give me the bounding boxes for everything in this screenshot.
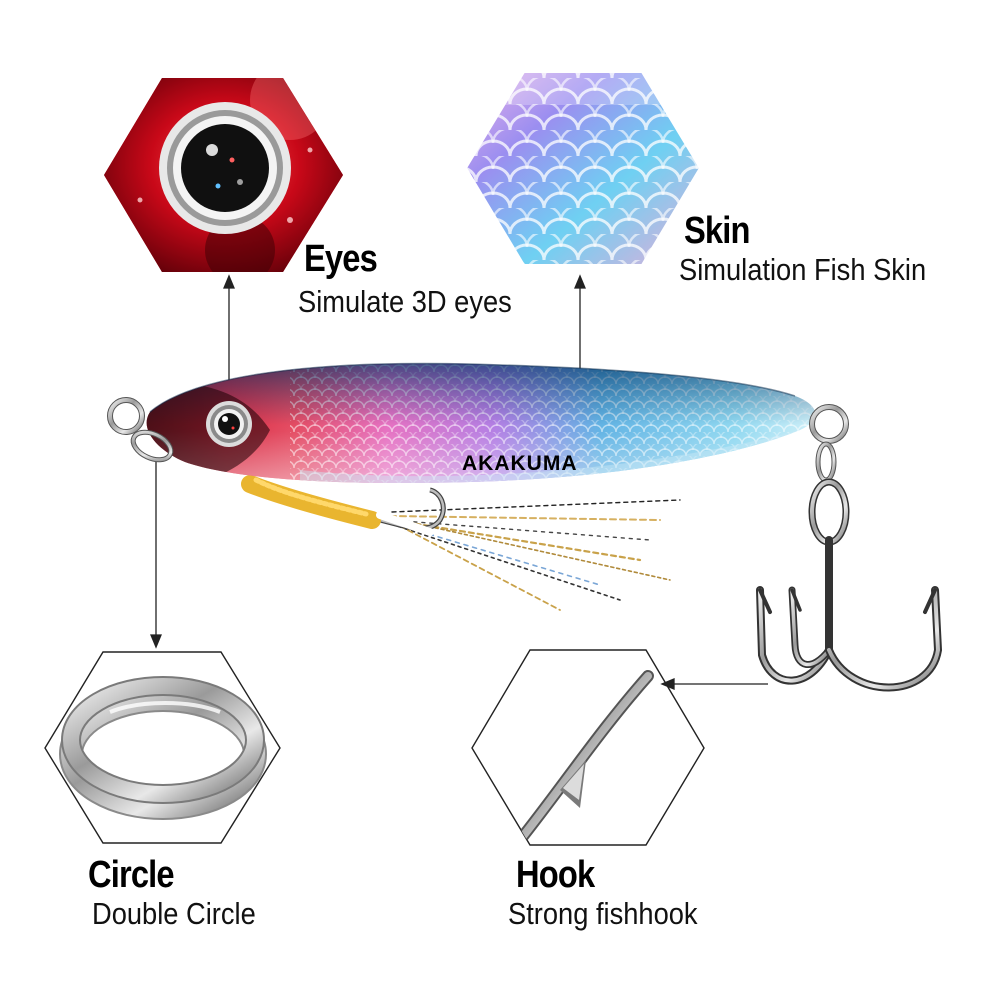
skin-title: Skin: [684, 210, 750, 252]
callout-lines: [150, 274, 768, 690]
skin-detail-image: [464, 71, 702, 266]
circle-detail-image: [44, 651, 281, 844]
eyes-title: Eyes: [304, 238, 378, 280]
circle-description: Double Circle: [92, 896, 256, 931]
skin-description: Simulation Fish Skin: [679, 252, 927, 287]
brand-logo-text: AKAKUMA: [462, 452, 578, 475]
circle-title: Circle: [88, 854, 175, 896]
assist-hook-feathers: [378, 499, 681, 611]
rear-split-ring: [809, 404, 849, 483]
front-split-ring: [107, 397, 174, 463]
hook-detail-image: [471, 649, 705, 846]
lure-eye: [206, 401, 252, 447]
eyes-description: Simulate 3D eyes: [298, 284, 512, 319]
treble-hook: [756, 478, 943, 692]
lure-body: [146, 362, 816, 484]
assist-hook: [241, 475, 446, 536]
hook-title: Hook: [516, 854, 595, 896]
hook-description: Strong fishhook: [508, 896, 698, 931]
